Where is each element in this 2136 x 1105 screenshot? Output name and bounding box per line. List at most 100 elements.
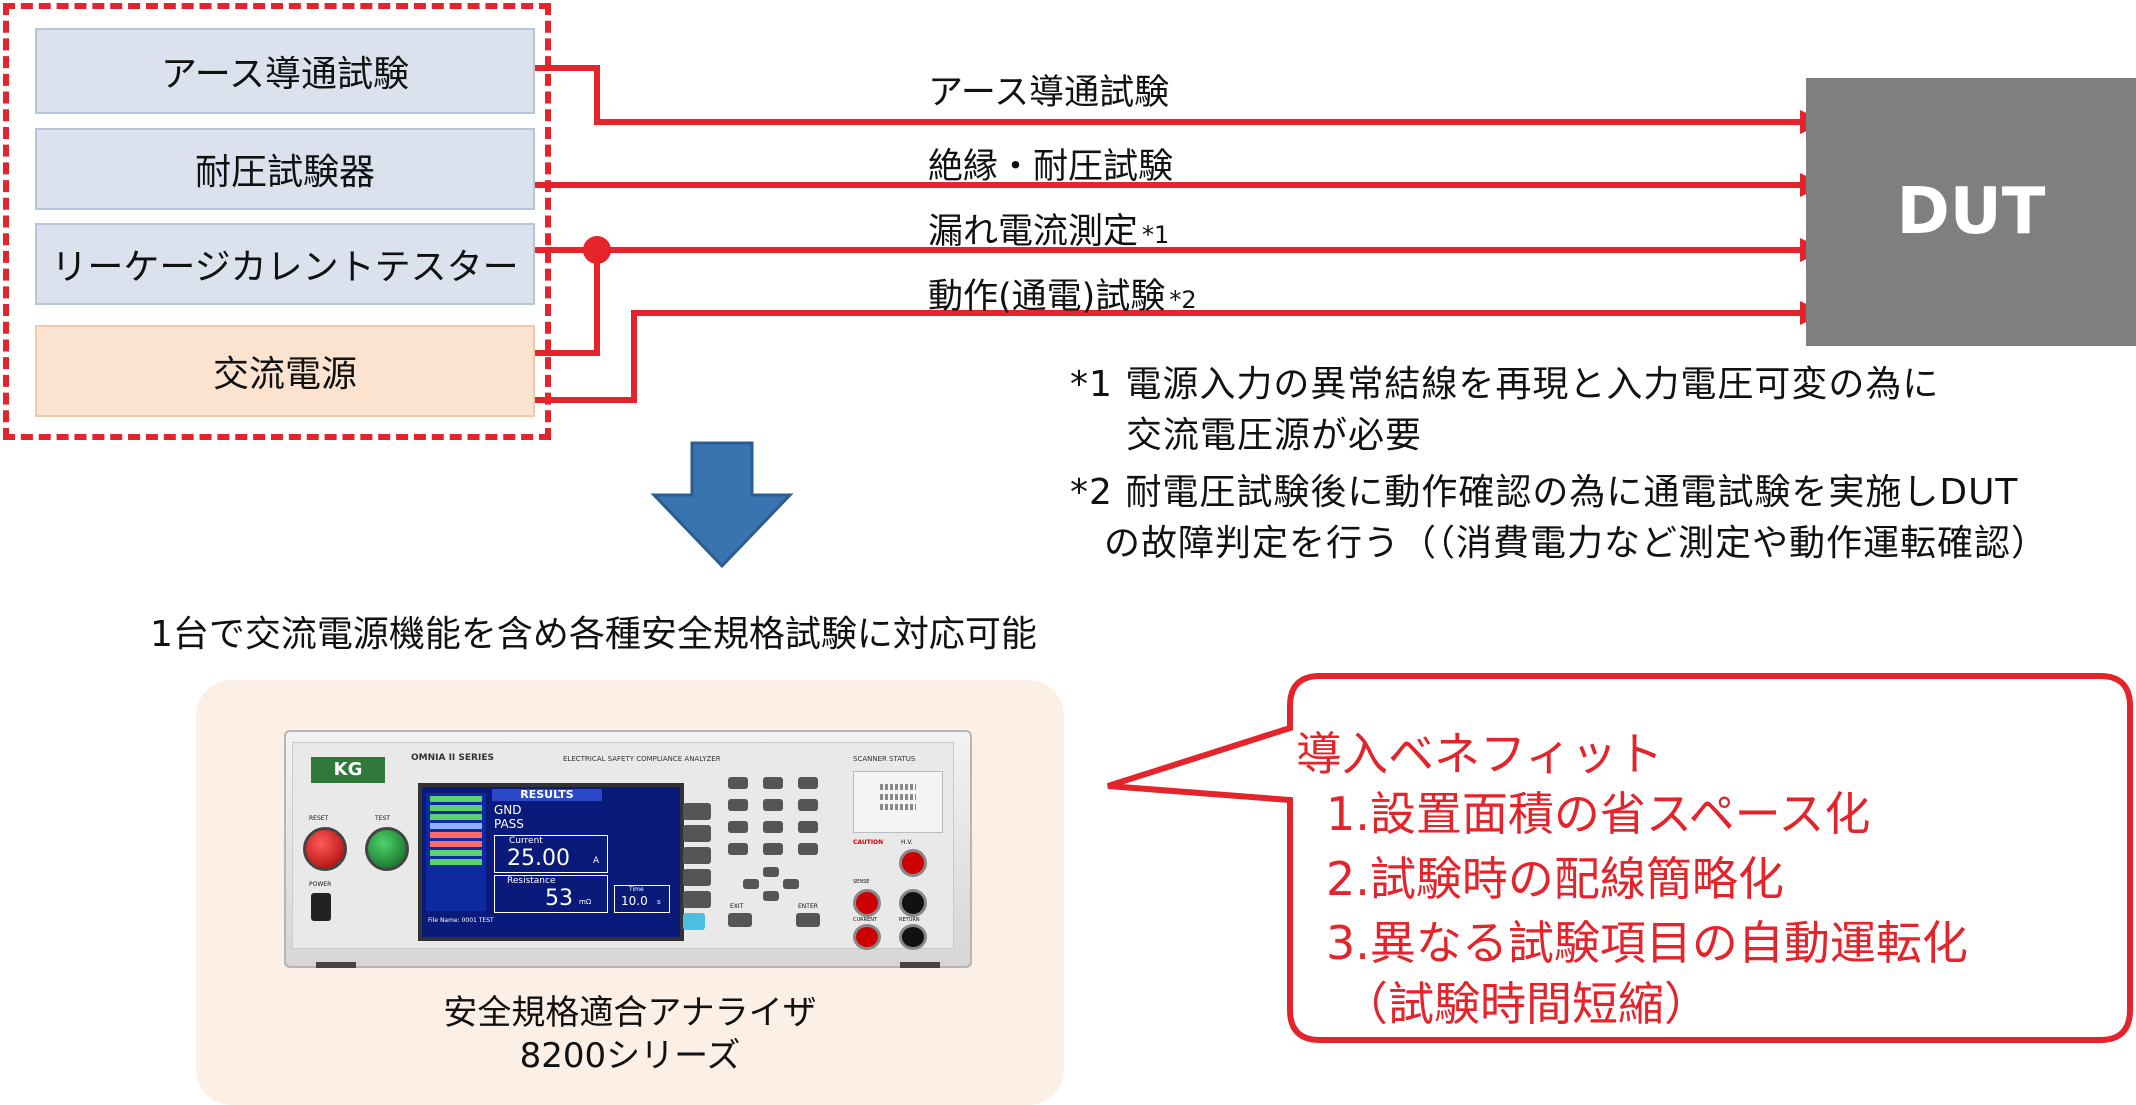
line-label-hipot: 絶縁・耐圧試験 — [928, 138, 1173, 189]
source-hipot-box: 耐圧試験器 — [35, 128, 535, 210]
source-acpower-label: 交流電源 — [212, 354, 357, 395]
return-label: RETURN — [899, 917, 920, 923]
dut-box: DUT — [1806, 78, 2136, 346]
keypad-key-5[interactable] — [763, 799, 783, 811]
screen-current-value: 25.00 — [507, 846, 570, 871]
keypad-key-11[interactable] — [763, 843, 783, 855]
line-label-leak-mark: *1 — [1142, 221, 1170, 249]
hv-label: H.V. — [901, 839, 913, 846]
benefit-title: 導入ベネフィット — [1296, 727, 1664, 781]
keypad-key-12[interactable] — [798, 843, 818, 855]
benefit-item-1: 1.設置面積の省スペース化 — [1326, 787, 1871, 841]
keypad-key-9[interactable] — [798, 821, 818, 833]
line-label-leak-text: 漏れ電流測定 — [928, 212, 1139, 252]
benefit-item-3: 3.異なる試験項目の自動運転化 — [1326, 916, 1968, 970]
benefit-bubble — [1107, 673, 2133, 1043]
device-screen: RESULTS GND PASS Current 25.00 A — [418, 783, 684, 941]
hv-jack[interactable] — [899, 849, 927, 877]
screen-current-unit: A — [593, 856, 600, 866]
enter-button[interactable] — [796, 913, 820, 927]
line-label-hipot-text: 絶縁・耐圧試験 — [928, 147, 1174, 187]
line-label-operation-text: 動作(通電)試験 — [928, 277, 1166, 317]
soft-key-1[interactable] — [683, 803, 711, 820]
keypad-key-7[interactable] — [728, 821, 748, 833]
benefit-item-2: 2.試験時の配線簡略化 — [1326, 852, 1784, 906]
note-1-line-1: *1 電源入力の異常結線を再現と入力電圧可変の為に — [1070, 364, 1940, 405]
note-2-line-1: *2 耐電圧試験後に動作確認の為に通電試験を実施しDUT — [1070, 472, 2019, 513]
keypad-key-2[interactable] — [763, 777, 783, 789]
device-foot-left — [316, 962, 356, 968]
line-label-operation: 動作(通電)試験*2 — [928, 268, 1197, 319]
product-caption-line-2: 8200シリーズ — [519, 1036, 741, 1076]
screen-time-box: Time 10.0 s — [614, 885, 670, 913]
line-operation — [535, 310, 1800, 403]
source-earth-label: アース導通試験 — [160, 54, 410, 95]
scanner-title: SCANNER STATUS — [853, 755, 916, 763]
line-earth — [535, 65, 1800, 125]
note-2-line-2: の故障判定を行う（（消費電力など測定や動作運転確認） — [1104, 523, 2049, 564]
screen-current-label: Current — [509, 836, 543, 846]
line-label-operation-mark: *2 — [1169, 286, 1197, 314]
exit-button[interactable] — [728, 913, 752, 927]
keypad-key-10[interactable] — [728, 843, 748, 855]
soft-key-menu[interactable] — [683, 913, 705, 930]
arrow-up-key[interactable] — [763, 867, 779, 877]
soft-key-4[interactable] — [683, 869, 711, 886]
current-jack-label: CURRENT — [853, 917, 878, 923]
current-jack[interactable] — [853, 924, 881, 950]
product-panel: KG OMNIA II SERIES ELECTRICAL SAFETY COM… — [196, 680, 1064, 1105]
soft-key-3[interactable] — [683, 847, 711, 864]
device-foot-right — [900, 962, 940, 968]
keypad-key-4[interactable] — [728, 799, 748, 811]
screen-time-value: 10.0 — [621, 894, 648, 908]
summary-caption: 1台で交流電源機能を含め各種安全規格試験に対応可能 — [150, 614, 1037, 655]
arrow-right-key[interactable] — [783, 879, 799, 889]
test-button[interactable] — [365, 827, 409, 871]
line-label-earth-text: アース導通試験 — [928, 73, 1170, 113]
power-label: POWER — [309, 881, 332, 888]
reset-button[interactable] — [303, 827, 347, 871]
source-leak-label: リーケージカレントテスター — [51, 247, 519, 288]
device-front-panel: KG OMNIA II SERIES ELECTRICAL SAFETY COM… — [292, 742, 954, 950]
screen-mode: GND — [494, 803, 522, 817]
line-label-earth: アース導通試験 — [928, 64, 1169, 115]
source-earth-box: アース導通試験 — [35, 28, 535, 114]
screen-status: PASS — [494, 817, 524, 831]
soft-key-2[interactable] — [683, 825, 711, 842]
screen-resistance-value: 53 — [545, 886, 573, 911]
sense-jack-red[interactable] — [853, 889, 881, 917]
arrow-left-key[interactable] — [743, 879, 759, 889]
sense-label: SENSE — [853, 879, 870, 885]
source-acpower-box: 交流電源 — [35, 325, 535, 417]
exit-label: EXIT — [730, 903, 744, 910]
integrated-frame — [3, 3, 551, 440]
brand-logo: KG — [311, 757, 385, 783]
down-arrow — [650, 441, 794, 569]
return-jack[interactable] — [899, 924, 927, 950]
keypad-key-6[interactable] — [798, 799, 818, 811]
screen-current-box: Current 25.00 A — [494, 835, 608, 873]
analyzer-device: KG OMNIA II SERIES ELECTRICAL SAFETY COM… — [284, 730, 972, 968]
power-switch[interactable] — [311, 893, 331, 921]
keypad-key-1[interactable] — [728, 777, 748, 789]
junction-dot — [583, 236, 611, 264]
keypad-key-3[interactable] — [798, 777, 818, 789]
screen-file-name: File Name: 0001 TEST — [428, 917, 494, 924]
source-leak-box: リーケージカレントテスター — [35, 223, 535, 305]
scanner-status-panel — [853, 771, 943, 833]
screen-steps-list — [426, 793, 486, 911]
sense-jack-black[interactable] — [899, 889, 927, 917]
test-label: TEST — [375, 815, 390, 822]
caution-label: CAUTION — [853, 839, 884, 846]
source-hipot-label: 耐圧試験器 — [194, 152, 375, 193]
note-1-line-2: 交流電圧源が必要 — [1126, 415, 1423, 456]
soft-key-5[interactable] — [683, 891, 711, 908]
keypad-key-8[interactable] — [763, 821, 783, 833]
screen-time-label: Time — [629, 886, 644, 893]
arrow-down-key[interactable] — [763, 891, 779, 901]
screen-resistance-unit: mΩ — [579, 898, 592, 906]
dut-label: DUT — [1896, 175, 2046, 249]
product-caption-line-1: 安全規格適合アナライザ — [443, 993, 817, 1033]
screen-header: RESULTS — [492, 789, 602, 801]
